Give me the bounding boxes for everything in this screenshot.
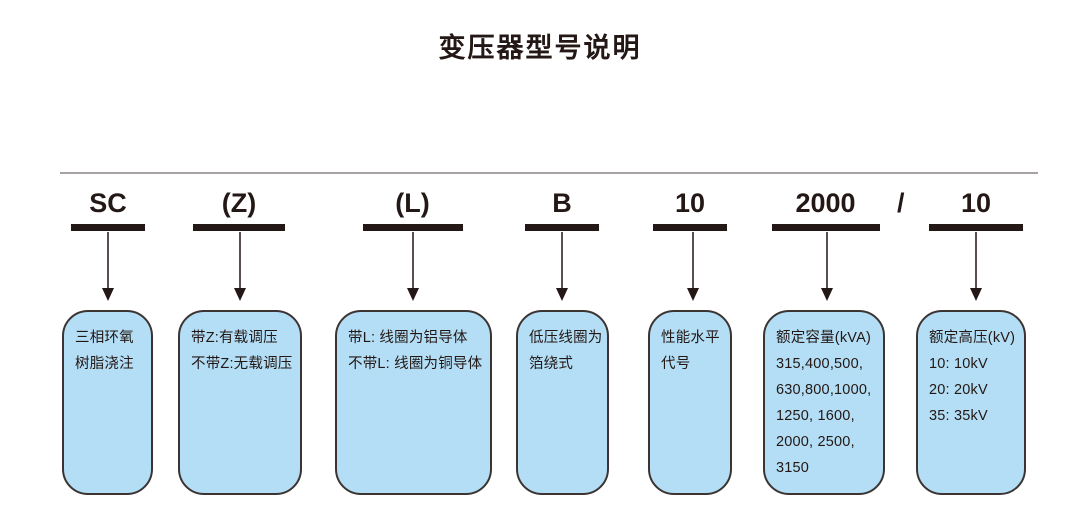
arrow-head-3 xyxy=(407,288,419,301)
arrow-head-4 xyxy=(556,288,568,301)
code-segment-3: (L) xyxy=(335,186,490,231)
code-underline-6 xyxy=(771,224,880,231)
code-underline-5 xyxy=(653,224,727,231)
code-underline-4 xyxy=(525,224,599,231)
code-underline-2 xyxy=(193,224,285,231)
arrow-shaft-1 xyxy=(107,232,109,290)
arrow-shaft-7 xyxy=(975,232,977,290)
description-line: 三相环氧 xyxy=(75,330,134,346)
arrow-shaft-4 xyxy=(561,232,563,290)
code-segment-1: SC xyxy=(62,186,154,231)
arrow-down-6 xyxy=(821,232,833,304)
arrow-down-3 xyxy=(407,232,419,304)
code-label-3: (L) xyxy=(395,188,430,218)
model-code-row: SC (Z) (L) B 10 2000 / 10 xyxy=(0,186,1080,236)
arrow-shaft-5 xyxy=(692,232,694,290)
code-underline-7 xyxy=(929,224,1023,231)
arrow-shaft-2 xyxy=(239,232,241,290)
code-segment-6: 2000 xyxy=(763,186,888,231)
code-segment-2: (Z) xyxy=(184,186,294,231)
description-line: 额定容量(kVA) xyxy=(776,330,871,346)
description-line: 带Z:有载调压 xyxy=(191,330,278,346)
description-line: 315,400,500, xyxy=(776,356,864,372)
code-label-1: SC xyxy=(89,188,127,218)
description-box-7: 额定高压(kV) 10: 10kV 20: 20kV 35: 35kV xyxy=(916,310,1026,495)
arrow-down-4 xyxy=(556,232,568,304)
code-label-4: B xyxy=(552,188,572,218)
arrow-down-7 xyxy=(970,232,982,304)
description-line: 10: 10kV xyxy=(929,356,988,372)
arrow-shaft-3 xyxy=(412,232,414,290)
code-underline-1 xyxy=(71,224,145,231)
arrow-head-7 xyxy=(970,288,982,301)
description-line: 1250, 1600, xyxy=(776,408,855,424)
arrow-head-2 xyxy=(234,288,246,301)
page-title: 变压器型号说明 xyxy=(438,33,642,63)
arrow-head-6 xyxy=(821,288,833,301)
description-line: 额定高压(kV) xyxy=(929,330,1016,346)
description-box-1: 三相环氧 树脂浇注 xyxy=(62,310,153,495)
description-line: 20: 20kV xyxy=(929,382,988,398)
description-line: 不带L: 线圈为铜导体 xyxy=(348,356,483,372)
description-box-3: 带L: 线圈为铝导体 不带L: 线圈为铜导体 xyxy=(335,310,492,495)
description-box-5: 性能水平 代号 xyxy=(648,310,732,495)
header-divider xyxy=(60,172,1038,174)
code-label-7: 10 xyxy=(960,188,992,218)
arrow-shaft-6 xyxy=(826,232,828,290)
code-underline-3 xyxy=(362,224,463,231)
arrow-head-5 xyxy=(687,288,699,301)
description-line: 性能水平 xyxy=(661,330,720,346)
description-box-6: 额定容量(kVA) 315,400,500, 630,800,1000, 125… xyxy=(763,310,885,495)
code-label-2: (Z) xyxy=(221,188,257,218)
arrow-down-2 xyxy=(234,232,246,304)
description-line: 树脂浇注 xyxy=(75,356,134,372)
code-label-6: 2000 xyxy=(795,188,856,218)
description-line: 带L: 线圈为铝导体 xyxy=(348,330,468,346)
code-separator-slash: / xyxy=(897,188,905,218)
description-box-4: 低压线圈为 箔绕式 xyxy=(516,310,609,495)
arrow-down-5 xyxy=(687,232,699,304)
arrow-head-1 xyxy=(102,288,114,301)
code-segment-4: B xyxy=(519,186,605,231)
description-line: 630,800,1000, xyxy=(776,382,872,398)
arrow-down-1 xyxy=(102,232,114,304)
code-segment-5: 10 xyxy=(650,186,730,231)
description-line: 箔绕式 xyxy=(529,356,574,372)
description-line: 2000, 2500, xyxy=(776,434,855,450)
code-segment-7: 10 xyxy=(920,186,1032,231)
description-line: 代号 xyxy=(661,356,691,372)
description-line: 3150 xyxy=(776,460,810,476)
description-line: 低压线圈为 xyxy=(529,330,603,346)
code-label-5: 10 xyxy=(674,188,706,218)
description-line: 35: 35kV xyxy=(929,408,988,424)
description-box-2: 带Z:有载调压 不带Z:无载调压 xyxy=(178,310,302,495)
description-line: 不带Z:无载调压 xyxy=(191,356,293,372)
